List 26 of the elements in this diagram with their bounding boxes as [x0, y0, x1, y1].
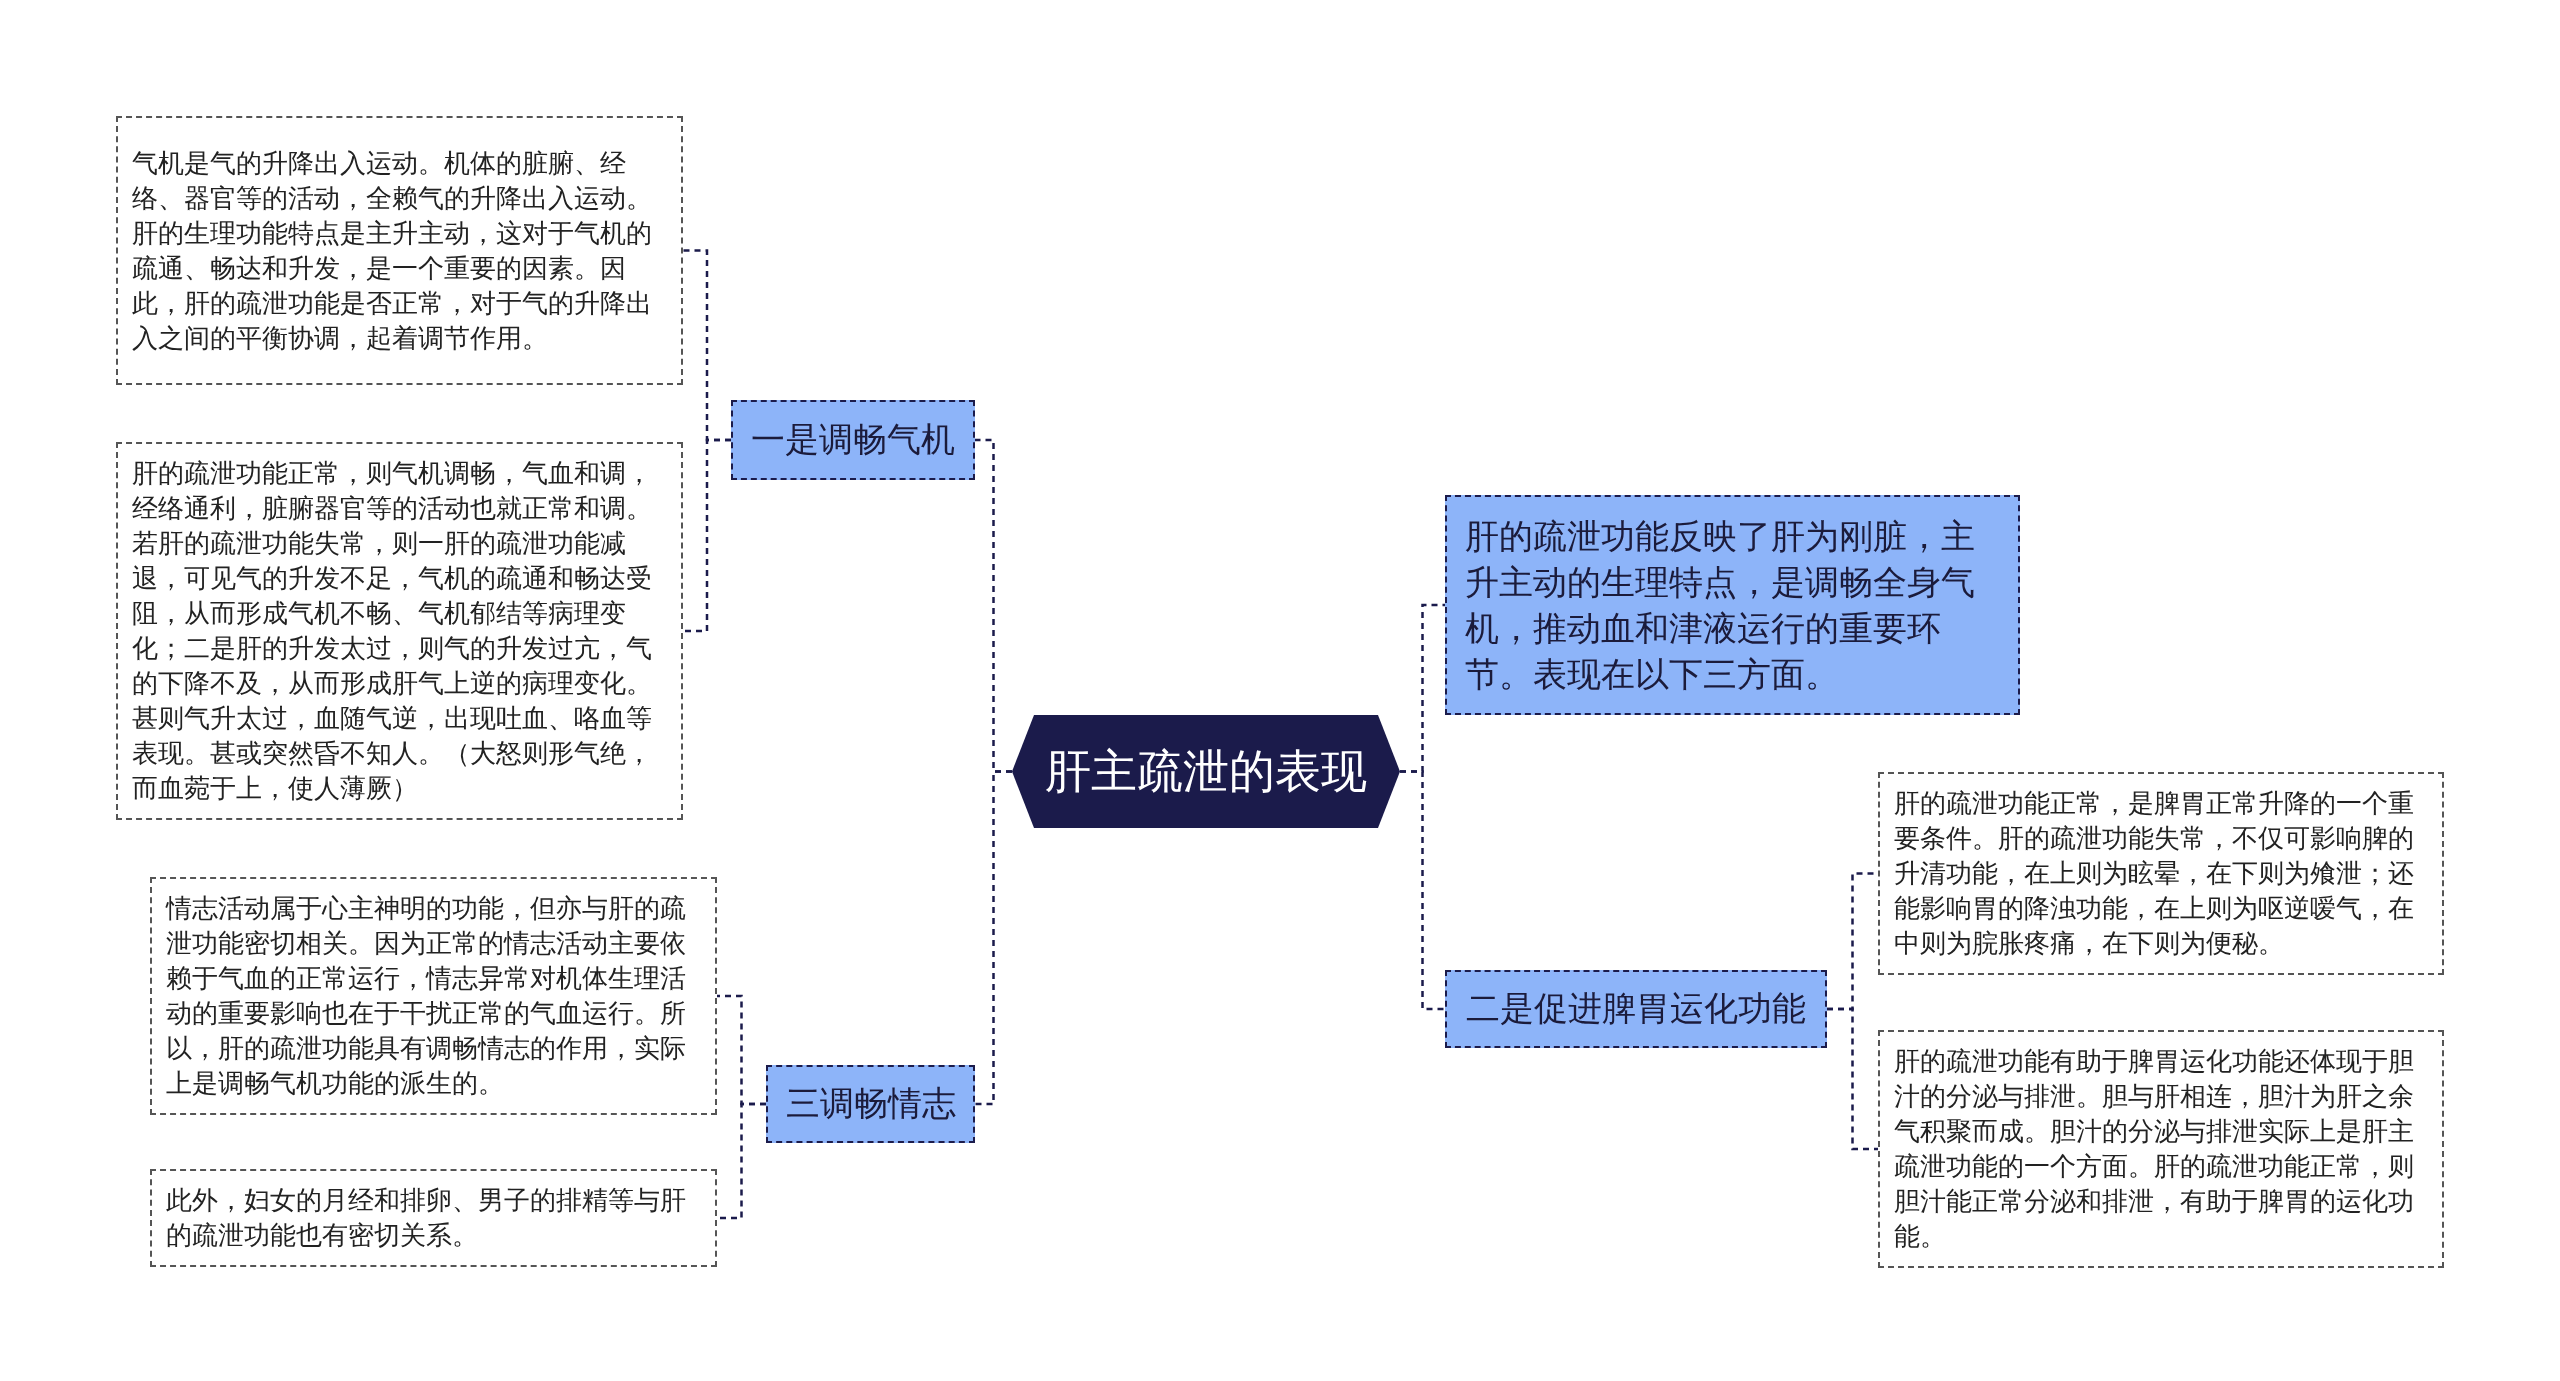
connector-line — [975, 770, 1012, 1106]
note-box — [1878, 1030, 2444, 1268]
branch-text: 肝的疏泄功能反映了肝为刚脏，主升主动的生理特点，是调畅全身气机，推动血和津液运行的重要环节。表现在以下三方面。 — [1465, 515, 1976, 696]
note-text: 肝的疏泄功能有助于脾胃运化功能还体现于胆汁的分泌与排泄。胆与肝相连，胆汁为肝之余气积聚而成。胆汁的分泌与排泄实际上是肝主疏泄功能的一个方面。肝的疏泄功能正常，则胆汁能正常分泌和排泄，有助于脾胃的运化功能。 — [1894, 1045, 2415, 1253]
connector-line — [1400, 770, 1445, 1011]
note-box — [150, 877, 717, 1115]
note-box — [1878, 772, 2444, 975]
topic-box — [1445, 970, 1827, 1048]
connector-line — [683, 438, 731, 633]
topic-box — [766, 1065, 975, 1143]
branch-label: 一是调畅气机 — [751, 418, 955, 461]
note-text: 气机是气的升降出入运动。机体的脏腑、经络、器官等的活动，全赖气的升降出入运动。肝的生理功能特点是主升主动，这对于气机的疏通、畅达和升发，是一个重要的因素。因此，肝的疏泄功能是否正常，对于气的升降出入之间的平衡协调，起着调节作用。 — [132, 146, 653, 355]
connector-line — [1827, 1007, 1878, 1151]
central-topic: 肝主疏泄的表现 — [1045, 742, 1367, 800]
note-text: 情志活动属于心主神明的功能，但亦与肝的疏泄功能密切相关。因为正常的情志活动主要依赖于气血的正常运行，情志异常对机体生理活动的重要影响也在于干扰正常的气血运行。所以，肝的疏泄功能具有调畅情志的作用，实际上是调畅气机功能的派生的。 — [166, 892, 687, 1100]
note-box — [116, 116, 683, 385]
note-box — [150, 1169, 717, 1267]
note-text: 此外，妇女的月经和排卵、男子的排精等与肝的疏泄功能也有密切关系。 — [166, 1184, 687, 1252]
note-text: 肝的疏泄功能正常，是脾胃正常升降的一个重要条件。肝的疏泄功能失常，不仅可影响脾的升清功能，在上则为眩晕，在下则为飧泄；还能影响胃的降浊功能，在上则为呕逆嗳气，在中则为脘胀疼痛，在下则为便秘。 — [1894, 787, 2415, 960]
connector-line — [717, 1102, 766, 1220]
branch-label: 二是促进脾胃运化功能 — [1466, 987, 1806, 1030]
topic-box — [731, 400, 975, 480]
branch-label: 三调畅情志 — [785, 1082, 956, 1125]
note-box — [116, 442, 683, 820]
note-text: 肝的疏泄功能正常，则气机调畅，气血和调，经络通利，脏腑器官等的活动也就正常和调。若肝的疏泄功能失常，则一肝的疏泄功能减退，可见气的升发不足，气机的疏通和畅达受阻，从而形成气机不畅、气机郁结等病理变化；二是肝的升发太过，则气的升发过亢，气的下降不及，从而形成肝气上逆的病理变化。甚则气升太过，血随气逆，出现吐血、咯血等表现。甚或突然昏不知人。（大怒则形气绝，而血菀于上，使人薄厥） — [132, 457, 653, 805]
topic-box — [1445, 495, 2020, 715]
